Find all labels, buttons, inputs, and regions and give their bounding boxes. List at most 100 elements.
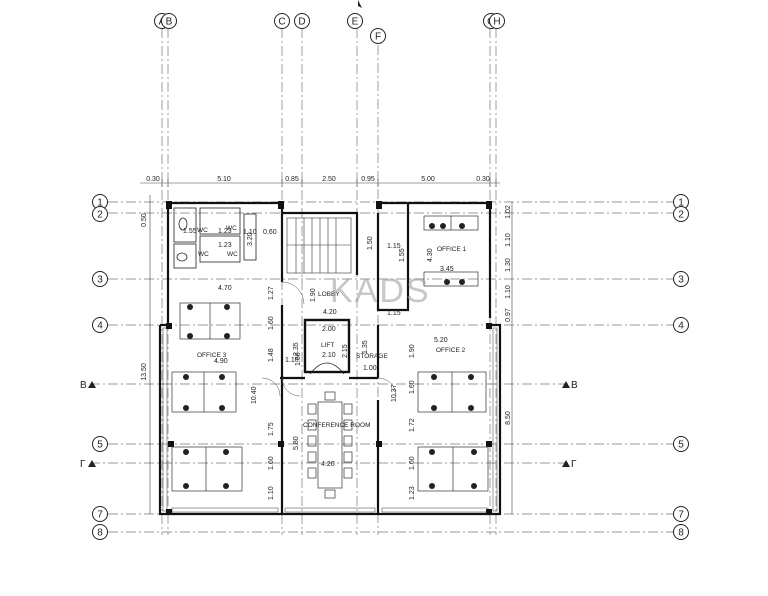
svg-text:0.97: 0.97 <box>505 308 512 322</box>
svg-text:0.60: 0.60 <box>263 229 277 236</box>
room-label-conference: CONFERENCE ROOM <box>303 422 371 429</box>
svg-text:3.45: 3.45 <box>440 266 454 273</box>
svg-text:1.10: 1.10 <box>268 486 275 500</box>
axis-bubble-2-right: 2 <box>673 206 689 222</box>
svg-text:1.60: 1.60 <box>409 380 416 394</box>
svg-text:F: F <box>375 32 381 43</box>
section-arrow-icon <box>562 460 570 467</box>
top-dimension-chain: 0.30 5.10 0.85 2.50 0.95 5.00 0.30 <box>140 176 500 187</box>
svg-text:2: 2 <box>678 210 684 221</box>
room-label-storage: STORAGE <box>356 353 388 360</box>
section-arrow-icon <box>88 381 96 388</box>
svg-text:1.10: 1.10 <box>505 285 512 299</box>
wc-label: WC <box>226 225 237 232</box>
structural-columns <box>166 201 492 515</box>
office1-desks <box>423 215 479 287</box>
svg-text:1.55: 1.55 <box>399 248 406 262</box>
svg-text:1.30: 1.30 <box>505 258 512 272</box>
svg-text:C: C <box>278 17 285 28</box>
axis-bubble-7-left: 7 <box>92 506 108 522</box>
svg-text:3.20: 3.20 <box>247 232 254 246</box>
north-arrow-icon <box>358 0 362 8</box>
building-walls <box>158 201 502 516</box>
axis-bubble-3-left: 3 <box>92 271 108 287</box>
axis-bubble-h: H <box>489 13 505 29</box>
svg-text:1: 1 <box>97 198 103 209</box>
svg-text:1.90: 1.90 <box>409 344 416 358</box>
interior-dimensions: 1.55 1.23 1.23 1.10 0.60 3.20 4.70 1.27 … <box>183 228 454 500</box>
room-label-lobby: LOBBY <box>318 291 340 298</box>
svg-text:1.50: 1.50 <box>367 236 374 250</box>
svg-text:D: D <box>298 17 305 28</box>
svg-text:1.60: 1.60 <box>295 352 302 366</box>
axis-bubble-8-right: 8 <box>673 524 689 540</box>
axis-bubble-c: C <box>274 13 290 29</box>
svg-text:13.50: 13.50 <box>141 363 148 381</box>
watermark-logo: KADS <box>330 272 431 310</box>
section-marker-g-right: Γ <box>571 459 577 470</box>
svg-text:5: 5 <box>678 440 684 451</box>
axis-bubble-4-right: 4 <box>673 317 689 333</box>
svg-text:1.10: 1.10 <box>285 357 299 364</box>
svg-text:1.90: 1.90 <box>310 288 317 302</box>
svg-text:5.80: 5.80 <box>293 436 300 450</box>
axis-bubble-3-right: 3 <box>673 271 689 287</box>
svg-text:4: 4 <box>678 321 684 332</box>
svg-text:E: E <box>352 17 359 28</box>
svg-text:4.90: 4.90 <box>214 358 228 365</box>
axis-bubble-5-left: 5 <box>92 436 108 452</box>
svg-text:1.10: 1.10 <box>505 233 512 247</box>
svg-text:1.60: 1.60 <box>268 456 275 470</box>
svg-text:4.70: 4.70 <box>218 285 232 292</box>
wc-label: WC <box>227 251 238 258</box>
svg-text:4.20: 4.20 <box>323 309 337 316</box>
wc-block-left <box>173 207 257 269</box>
svg-text:3: 3 <box>97 275 103 286</box>
axis-bubble-5-right: 5 <box>673 436 689 452</box>
svg-text:7: 7 <box>678 510 684 521</box>
section-arrow-icon <box>88 460 96 467</box>
office3-chairs <box>183 304 230 489</box>
svg-text:1.15: 1.15 <box>387 243 401 250</box>
section-marker-g-left: Γ <box>80 459 86 470</box>
office2-chairs <box>429 374 477 489</box>
section-marker-b-right: B <box>571 380 578 391</box>
svg-text:5.20: 5.20 <box>434 337 448 344</box>
svg-text:1.27: 1.27 <box>268 286 275 300</box>
section-arrow-icon <box>562 381 570 388</box>
svg-text:5.10: 5.10 <box>217 176 231 183</box>
window-frames <box>162 327 498 513</box>
svg-text:0.30: 0.30 <box>476 176 490 183</box>
svg-text:7: 7 <box>97 510 103 521</box>
svg-text:8.50: 8.50 <box>505 411 512 425</box>
axis-bubble-4-left: 4 <box>92 317 108 333</box>
svg-text:1: 1 <box>678 198 684 209</box>
svg-text:1.35: 1.35 <box>362 340 369 354</box>
svg-text:4.20: 4.20 <box>321 461 335 468</box>
section-markers: B B Γ Γ <box>80 380 578 470</box>
axis-bubble-d: D <box>294 13 310 29</box>
office1-chairs <box>429 223 465 285</box>
svg-text:4.30: 4.30 <box>427 248 434 262</box>
office3-desks <box>171 302 243 492</box>
axis-bubble-b: B <box>161 13 177 29</box>
horizontal-grid-lines <box>90 201 673 533</box>
svg-text:1.72: 1.72 <box>409 418 416 432</box>
svg-text:2.15: 2.15 <box>342 344 349 358</box>
svg-text:0.50: 0.50 <box>141 213 148 227</box>
svg-text:10.37: 10.37 <box>391 384 398 402</box>
svg-text:1.02: 1.02 <box>505 205 512 219</box>
room-label-office2: OFFICE 2 <box>436 347 466 354</box>
svg-text:0.85: 0.85 <box>285 176 299 183</box>
svg-text:1.00: 1.00 <box>363 365 377 372</box>
svg-text:4: 4 <box>97 321 103 332</box>
svg-text:8: 8 <box>97 528 103 539</box>
staircase <box>286 217 352 274</box>
svg-text:B: B <box>166 17 173 28</box>
svg-text:2.35: 2.35 <box>293 342 300 356</box>
svg-text:3: 3 <box>678 275 684 286</box>
axis-bubble-e: E <box>347 13 363 29</box>
axis-bubble-2-left: 2 <box>92 206 108 222</box>
svg-text:1.60: 1.60 <box>268 316 275 330</box>
